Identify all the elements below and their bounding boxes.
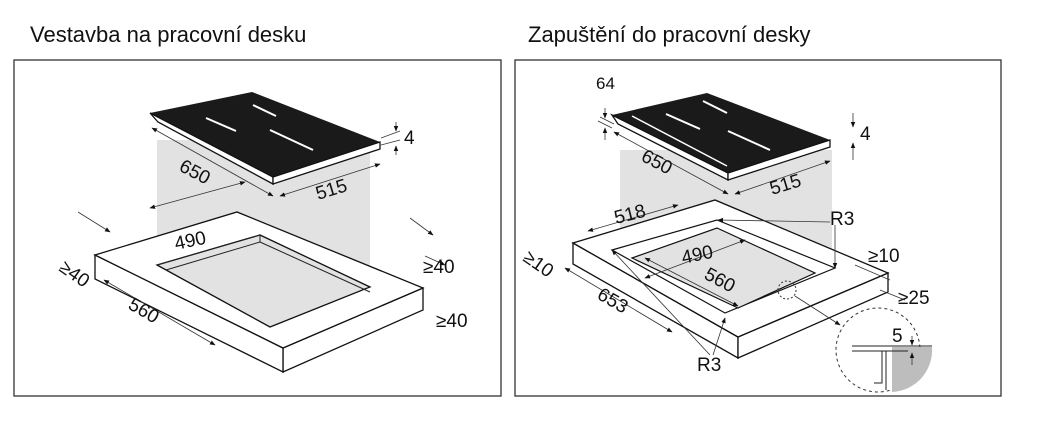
- detail-marker: [777, 280, 797, 300]
- right-hob-thickness-label: 4: [860, 124, 871, 145]
- right-recess-height-label: 5: [892, 326, 903, 347]
- left-rear-clearance-label: ≥40: [423, 257, 455, 278]
- right-frame-width-label: 64: [596, 74, 615, 93]
- right-panel-title: Zapuštění do pracovní desky: [528, 22, 811, 47]
- left-panel-title: Vestavba na pracovní desku: [30, 22, 307, 47]
- right-radius-top-label: R3: [830, 209, 854, 230]
- right-rear-clearance-a-label: ≥10: [868, 246, 900, 267]
- left-front-clearance-label: ≥40: [436, 311, 468, 332]
- right-rear-clearance-b-label: ≥25: [898, 288, 930, 309]
- right-diagram: 64 650 515 4 518 653 490 560 R3 R3 ≥10 ≥…: [514, 59, 1002, 397]
- left-hob-thickness-label: 4: [404, 128, 415, 149]
- recess-detail: [835, 307, 933, 393]
- left-diagram: 650 515 4 490 560 ≥40 ≥40 ≥40: [13, 59, 502, 397]
- right-radius-bottom-label: R3: [697, 355, 721, 376]
